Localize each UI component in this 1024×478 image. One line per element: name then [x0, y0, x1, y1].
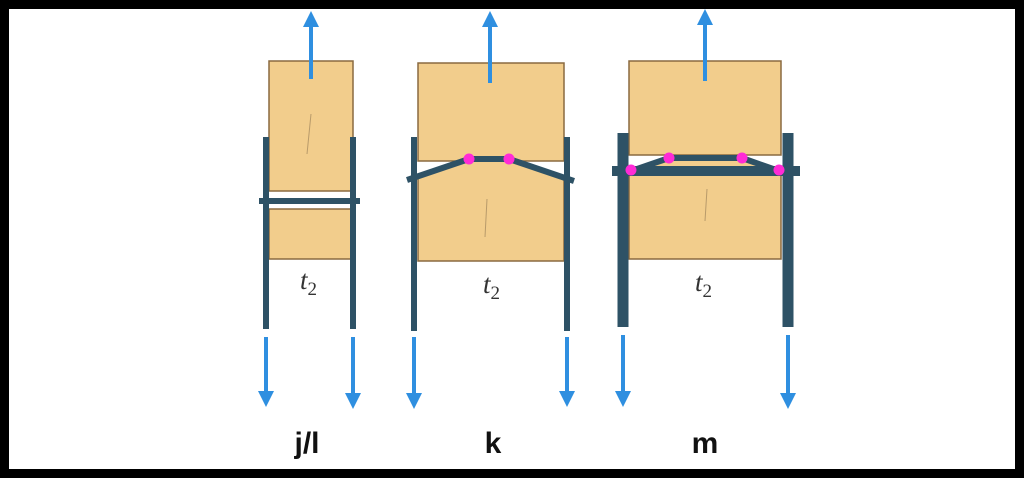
panel-k: t2 k	[406, 11, 575, 460]
hinge-node	[625, 164, 637, 176]
time-label: t2	[695, 267, 712, 302]
time-label: t2	[483, 269, 500, 304]
panel-label: m	[692, 427, 719, 460]
hinge-node	[773, 164, 785, 176]
panel-jl: t2 j/l	[258, 11, 361, 460]
hinge-node	[736, 152, 748, 164]
panel-label: j/l	[293, 427, 319, 460]
hinge-node	[463, 153, 475, 165]
panel-m: t2 m	[612, 9, 800, 460]
diagram-canvas: t2 j/l t2 k	[258, 9, 800, 460]
bent-crossbar	[406, 156, 575, 184]
upper-block	[268, 60, 354, 192]
crack-mark	[484, 198, 488, 238]
hinge-node	[503, 153, 515, 165]
lower-block	[417, 158, 565, 262]
bent-crossbar	[630, 155, 780, 174]
lower-block	[268, 208, 354, 260]
time-label: t2	[300, 265, 317, 300]
crack-mark	[704, 188, 708, 222]
diagram-frame: t2 j/l t2 k	[9, 9, 1015, 469]
hinge-node	[663, 152, 675, 164]
crack-mark	[306, 113, 312, 155]
panel-label: k	[485, 427, 502, 460]
